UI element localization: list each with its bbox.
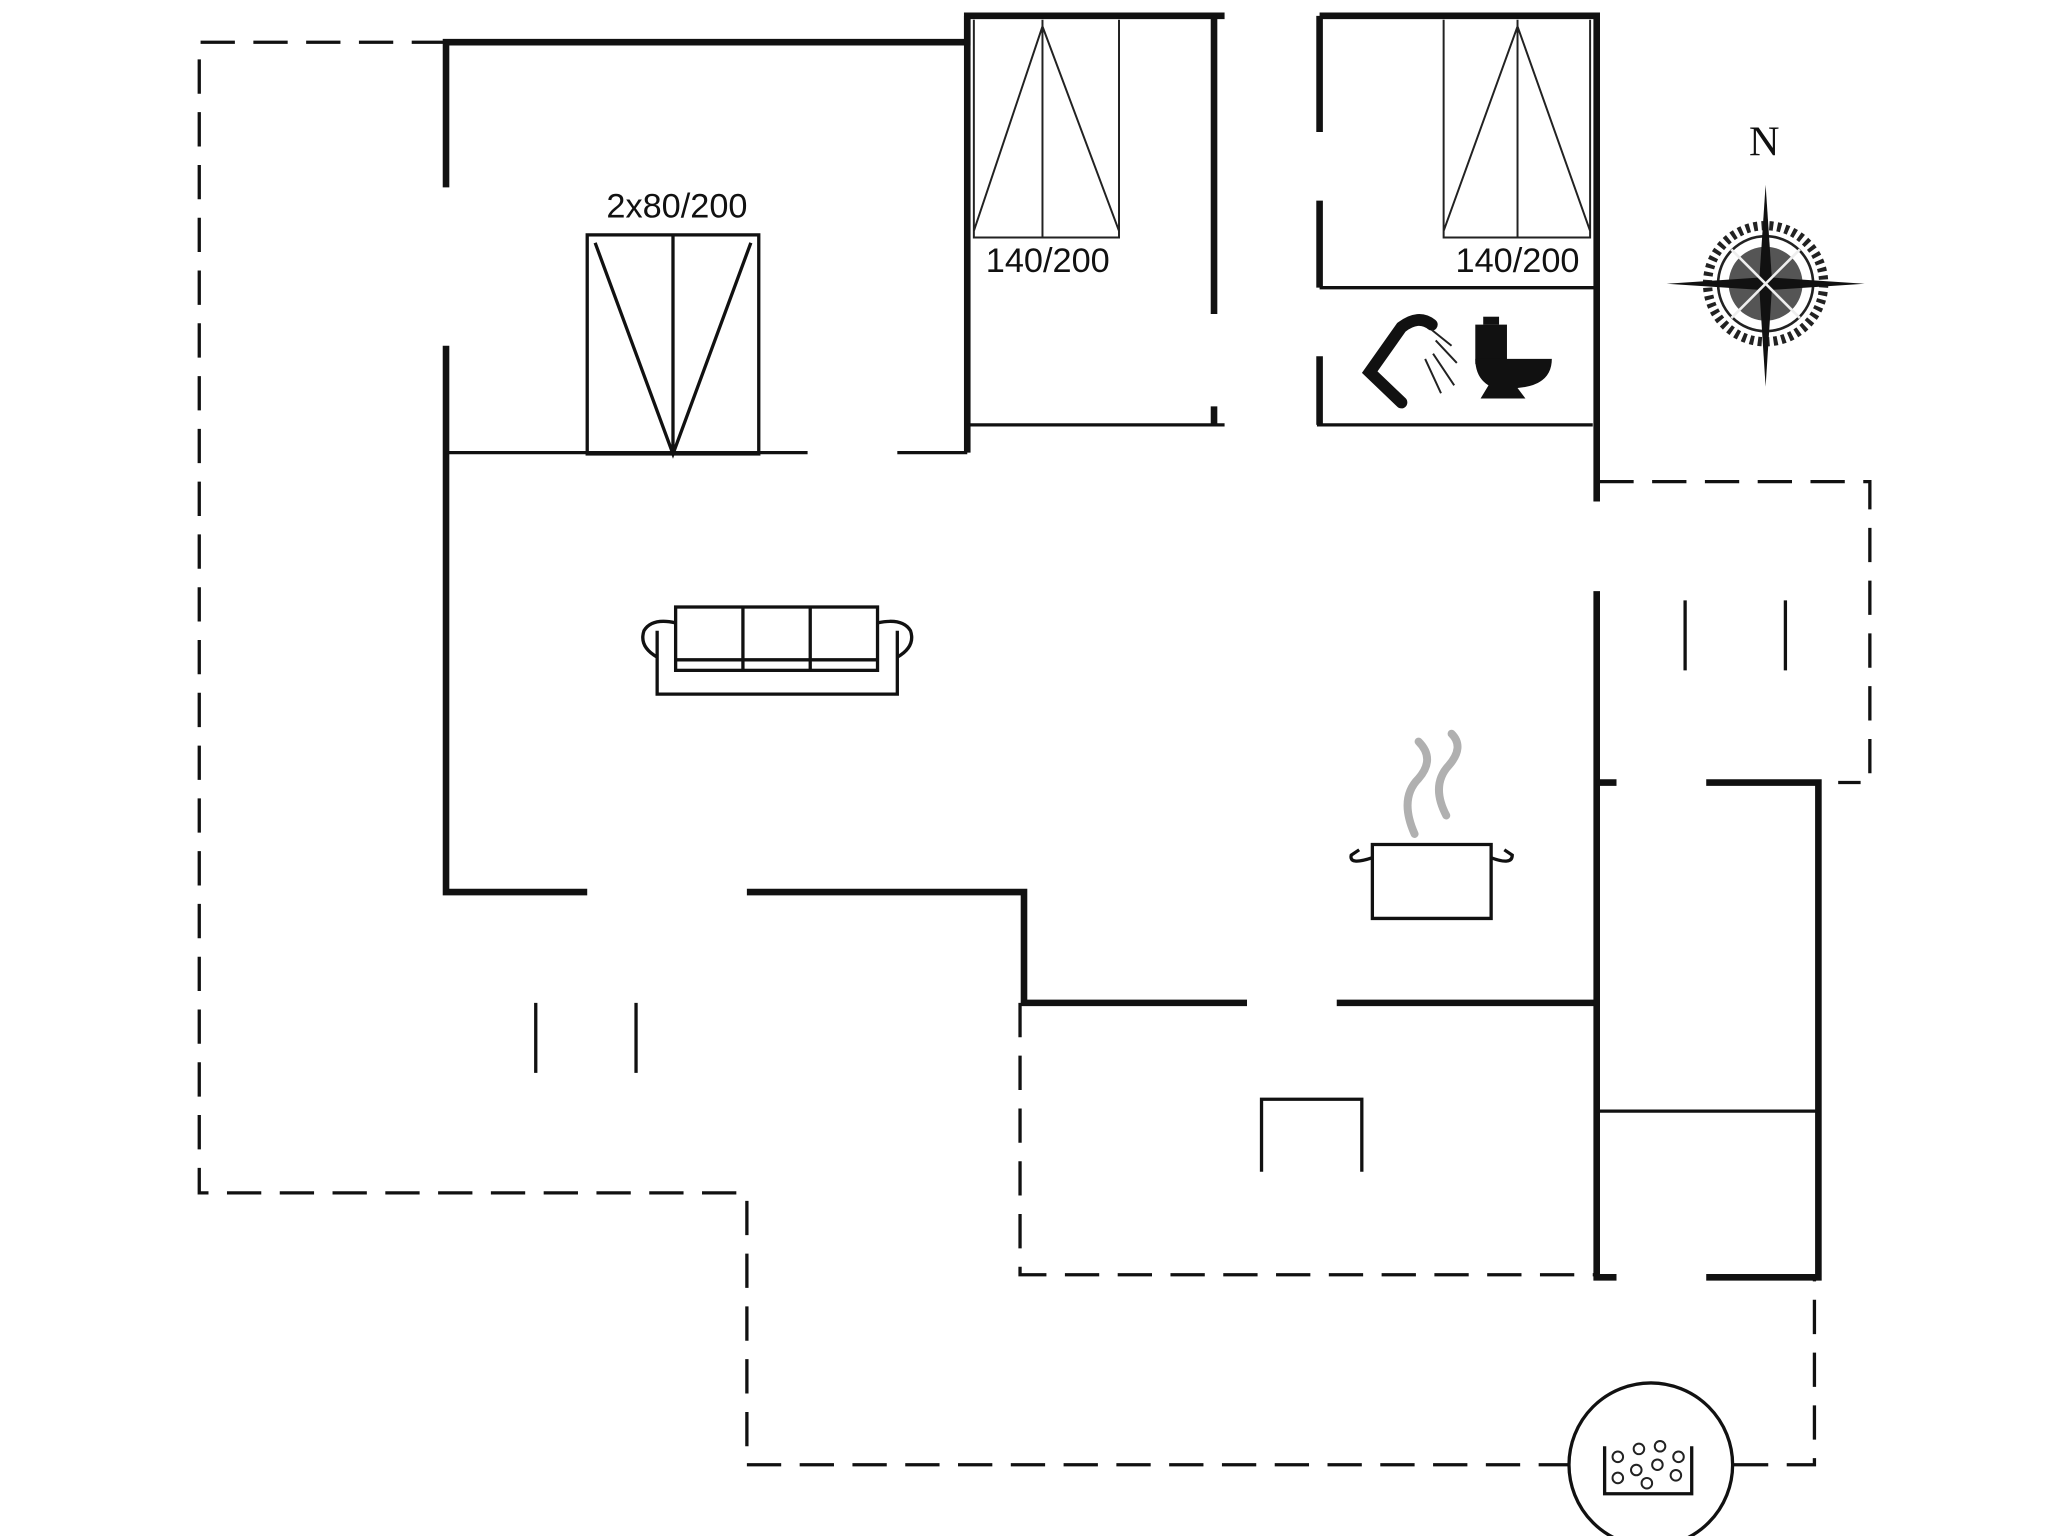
- hot-tub-icon: [1567, 1381, 1735, 1536]
- twin-bed-label: 2x80/200: [606, 188, 747, 226]
- double-bed-icon: [1442, 19, 1592, 239]
- north-label: N: [1749, 119, 1780, 166]
- double-bed-icon: [972, 19, 1120, 239]
- double-bed-1-label: 140/200: [986, 242, 1110, 280]
- shower-icon: [1361, 314, 1458, 409]
- terrace-outlines: [197, 40, 1872, 1467]
- cooking-pot-icon: [1349, 729, 1514, 921]
- walls: [442, 12, 1822, 1281]
- toilet-icon: [1475, 316, 1552, 399]
- twin-bed-icon: [585, 233, 761, 459]
- compass-rose-icon: [1666, 184, 1865, 387]
- double-bed-2-label: 140/200: [1456, 242, 1580, 280]
- sofa-icon: [641, 605, 914, 696]
